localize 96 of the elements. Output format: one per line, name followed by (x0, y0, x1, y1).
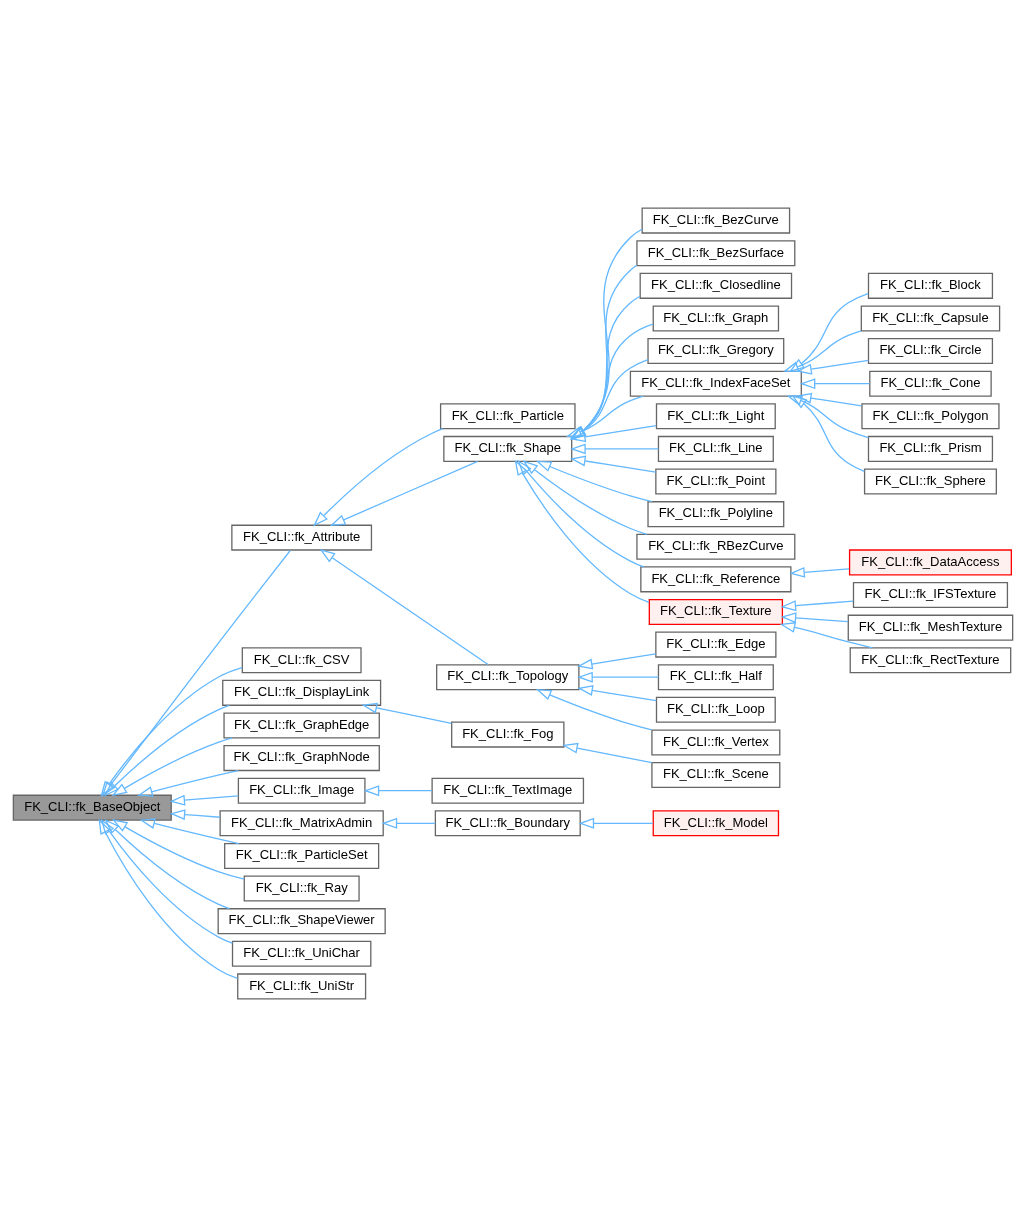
node-box: FK_CLI::fk_Light (655, 403, 776, 430)
node-box: FK_CLI::fk_CSV (241, 647, 362, 674)
arrow (570, 323, 654, 439)
arrow (570, 228, 643, 441)
arrow (570, 264, 638, 441)
arrow (569, 424, 657, 443)
arrow (111, 737, 233, 797)
arrow (562, 742, 653, 764)
node-box: FK_CLI::fk_Polyline (647, 501, 785, 528)
arrow (570, 455, 657, 473)
arrow (101, 549, 292, 797)
node-box: FK_CLI::fk_Point (655, 468, 777, 495)
arrow (570, 443, 660, 455)
arrow (576, 653, 657, 670)
node-box: FK_CLI::fk_Scene (651, 762, 781, 789)
node-box: FK_CLI::fk_Sphere (863, 468, 997, 495)
arrow (570, 295, 641, 440)
arrow (791, 394, 865, 472)
arrow (789, 566, 850, 578)
arrow (100, 818, 233, 944)
arrow (578, 817, 654, 829)
arrow (535, 688, 653, 731)
node-box: FK_CLI::fk_Prism (867, 435, 994, 462)
arrow (786, 395, 869, 439)
node-box: FK_CLI::fk_IFSTexture (852, 582, 1009, 609)
arrow (780, 612, 849, 624)
arrow (514, 459, 650, 603)
node-box: FK_CLI::fk_Edge (655, 631, 777, 658)
arrow (169, 794, 239, 806)
node-box: FK_CLI::fk_DisplayLink (222, 679, 382, 706)
node-box: FK_CLI::fk_Boundary (434, 810, 581, 837)
node-box: FK_CLI::fk_DataAccess (848, 549, 1012, 576)
arrow (796, 359, 870, 375)
arrow (139, 818, 240, 845)
node-box: FK_CLI::fk_Ray (243, 875, 360, 902)
node-box: FK_CLI::fk_UniStr (237, 973, 367, 1000)
node-box: FK_CLI::fk_Cone (869, 370, 992, 397)
arrow (779, 622, 874, 649)
node-box: FK_CLI::fk_RectTexture (849, 647, 1012, 674)
node-box: FK_CLI::fk_BezCurve (641, 207, 791, 234)
arrow (329, 460, 479, 526)
arrow (788, 293, 869, 373)
node-box: FK_CLI::fk_Shape (443, 435, 573, 462)
arrow (565, 395, 644, 438)
arrow (799, 378, 871, 390)
arrow (137, 769, 239, 797)
node-box: FK_CLI::fk_Vertex (651, 729, 781, 756)
arrow (319, 549, 489, 666)
node-box: FK_CLI::fk_UniChar (231, 940, 372, 967)
arrow (98, 818, 239, 979)
node-box: FK_CLI::fk_Graph (652, 305, 780, 332)
node-box: FK_CLI::fk_RBezCurve (636, 533, 796, 560)
node-box: FK_CLI::fk_Fog (451, 721, 565, 748)
arrow (100, 667, 243, 797)
node-box: FK_CLI::fk_Model (652, 810, 780, 837)
node-box: FK_CLI::fk_Polygon (861, 403, 1000, 430)
node-box: FK_CLI::fk_Image (237, 777, 366, 804)
arrow (104, 818, 230, 910)
node-box: FK_CLI::fk_Topology (436, 664, 580, 691)
node-box: FK_CLI::fk_Reference (640, 566, 792, 593)
node-box: FK_CLI::fk_GraphNode (223, 745, 380, 772)
node-box: FK_CLI::fk_Texture (648, 598, 784, 625)
node-box: FK_CLI::fk_BaseObject (12, 794, 172, 821)
node-box: FK_CLI::fk_ShapeViewer (217, 908, 386, 935)
node-box: FK_CLI::fk_MatrixAdmin (219, 810, 384, 837)
node-box: FK_CLI::fk_Gregory (647, 338, 785, 365)
node-box: FK_CLI::fk_Half (657, 664, 774, 691)
node-box: FK_CLI::fk_GraphEdge (223, 712, 380, 739)
node-box: FK_CLI::fk_Block (867, 272, 994, 299)
arrow (577, 671, 660, 683)
node-box: FK_CLI::fk_Line (657, 435, 774, 462)
arrow (570, 359, 649, 438)
node-box: FK_CLI::fk_Attribute (231, 524, 373, 551)
arrow (169, 809, 221, 821)
node-box: FK_CLI::fk_Loop (655, 696, 776, 723)
arrow (577, 685, 657, 702)
arrow (103, 704, 230, 797)
arrow (111, 819, 245, 880)
node-box: FK_CLI::fk_BezSurface (636, 240, 796, 267)
arrow (361, 702, 453, 724)
arrow (780, 600, 854, 612)
arrow (381, 817, 436, 829)
node-box: FK_CLI::fk_ParticleSet (224, 842, 380, 869)
arrow (363, 785, 433, 797)
node-box: FK_CLI::fk_Closedline (639, 272, 793, 299)
arrow (783, 330, 862, 372)
node-box: FK_CLI::fk_IndexFaceSet (629, 370, 802, 397)
node-box: FK_CLI::fk_Particle (439, 403, 576, 430)
arrow (522, 460, 648, 535)
node-box: FK_CLI::fk_TextImage (431, 777, 585, 804)
node-box: FK_CLI::fk_MeshTexture (847, 614, 1014, 641)
arrow (535, 460, 653, 503)
node-box: FK_CLI::fk_Circle (867, 338, 994, 365)
arrow (313, 428, 444, 527)
arrow (517, 459, 645, 568)
node-box: FK_CLI::fk_Capsule (860, 305, 1001, 332)
